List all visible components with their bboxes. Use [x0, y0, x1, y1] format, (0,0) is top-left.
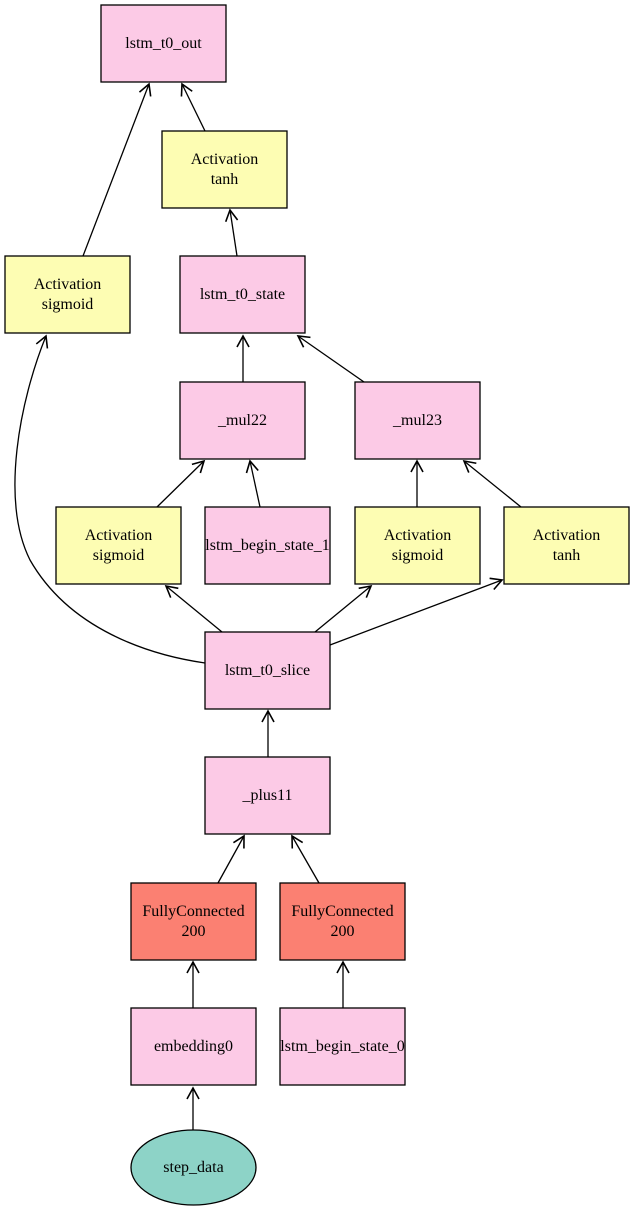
node-shape [4, 255, 131, 334]
node-shape [161, 130, 288, 209]
node-label-line: 200 [182, 923, 206, 940]
edge-lstm_t0_state-to-act_tanh_top [224, 208, 239, 257]
node-shape [354, 381, 481, 460]
node-fc-right: FullyConnected 200 [279, 882, 406, 961]
edge-fc_right-to-plus11 [291, 834, 320, 884]
node-label-line: Activation [384, 527, 452, 544]
edge-act_tanh_top-to-lstm_t0_out [180, 82, 206, 132]
node-shape [100, 4, 227, 83]
node-label-line: FullyConnected [142, 903, 244, 920]
edge-fc_left-to-plus11 [217, 834, 245, 884]
node-label-line: sigmoid [42, 296, 94, 313]
edge-lstm_t0_slice-to-act_sigmoid_left [14, 334, 206, 664]
edge-act_tanh_2-to-mul23 [462, 459, 522, 508]
node-act-sigmoid-left: Activation sigmoid [4, 255, 131, 334]
node-shape [503, 506, 630, 585]
node-label-line: _mul22 [217, 412, 267, 429]
edge-lstm_begin_state_1-to-mul22 [245, 459, 261, 508]
node-mul22: _mul22 [179, 381, 306, 460]
node-label-line: tanh [553, 547, 581, 564]
node-label-line: Activation [533, 527, 601, 544]
node-shape [204, 506, 331, 585]
node-label-line: tanh [211, 171, 239, 188]
node-label-line: FullyConnected [291, 903, 393, 920]
node-label-line: _mul23 [392, 412, 442, 429]
node-label-line: lstm_t0_state [200, 286, 285, 303]
node-fc-left: FullyConnected 200 [130, 882, 257, 961]
node-label-line: sigmoid [392, 547, 444, 564]
node-label-line: _plus11 [241, 787, 292, 804]
node-label-line: embedding0 [154, 1038, 233, 1055]
edge-lstm_t0_slice-to-act_tanh_2 [329, 577, 504, 646]
node-lstm-begin-state-0: lstm_begin_state_0 [279, 1007, 406, 1086]
node-act-sigmoid-1: Activation sigmoid [55, 506, 182, 585]
node-label-line: Activation [85, 527, 153, 544]
node-label-line: 200 [331, 923, 355, 940]
node-act-tanh-top: Activation tanh [161, 130, 288, 209]
edge-lstm_t0_slice-to-act_sigmoid_2 [314, 584, 373, 633]
node-shape [279, 882, 406, 961]
edge-act_sigmoid_left-to-lstm_t0_out [82, 82, 152, 257]
node-label-line: step_data [163, 1159, 223, 1176]
node-label-line: Activation [191, 151, 259, 168]
node-label-line: lstm_begin_state_1 [205, 537, 329, 554]
node-lstm-begin-state-1: lstm_begin_state_1 [204, 506, 331, 585]
edge-lstm_t0_slice-to-act_sigmoid_1 [164, 584, 223, 633]
node-mul23: _mul23 [354, 381, 481, 460]
node-shape [179, 381, 306, 460]
node-act-sigmoid-2: Activation sigmoid [354, 506, 481, 585]
edge-mul23-to-lstm_t0_state [296, 335, 365, 383]
node-label-line: lstm_t0_out [125, 35, 202, 52]
node-shape [55, 506, 182, 585]
node-shape [204, 631, 331, 710]
node-shape [130, 1129, 257, 1206]
node-shape [130, 882, 257, 961]
nodes-layer: lstm_t0_outActivationtanhActivationsigmo… [4, 4, 630, 1206]
node-embedding0: embedding0 [130, 1007, 257, 1086]
node-label-line: sigmoid [93, 547, 145, 564]
node-shape [354, 506, 481, 585]
node-act-tanh-2: Activation tanh [503, 506, 630, 585]
node-shape [279, 1007, 406, 1086]
node-shape [130, 1007, 257, 1086]
node-label-line: lstm_begin_state_0 [280, 1038, 404, 1055]
node-lstm-t0-out: lstm_t0_out [100, 4, 227, 83]
node-label-line: Activation [34, 276, 102, 293]
node-label-line: lstm_t0_slice [225, 662, 310, 679]
node-plus11: _plus11 [204, 756, 331, 835]
node-shape [179, 255, 306, 334]
node-shape [204, 756, 331, 835]
node-step-data: step_data [130, 1129, 257, 1206]
node-lstm-t0-state: lstm_t0_state [179, 255, 306, 334]
edges-layer [14, 82, 522, 1133]
edge-act_sigmoid_1-to-mul22 [156, 459, 206, 508]
node-lstm-t0-slice: lstm_t0_slice [204, 631, 331, 710]
